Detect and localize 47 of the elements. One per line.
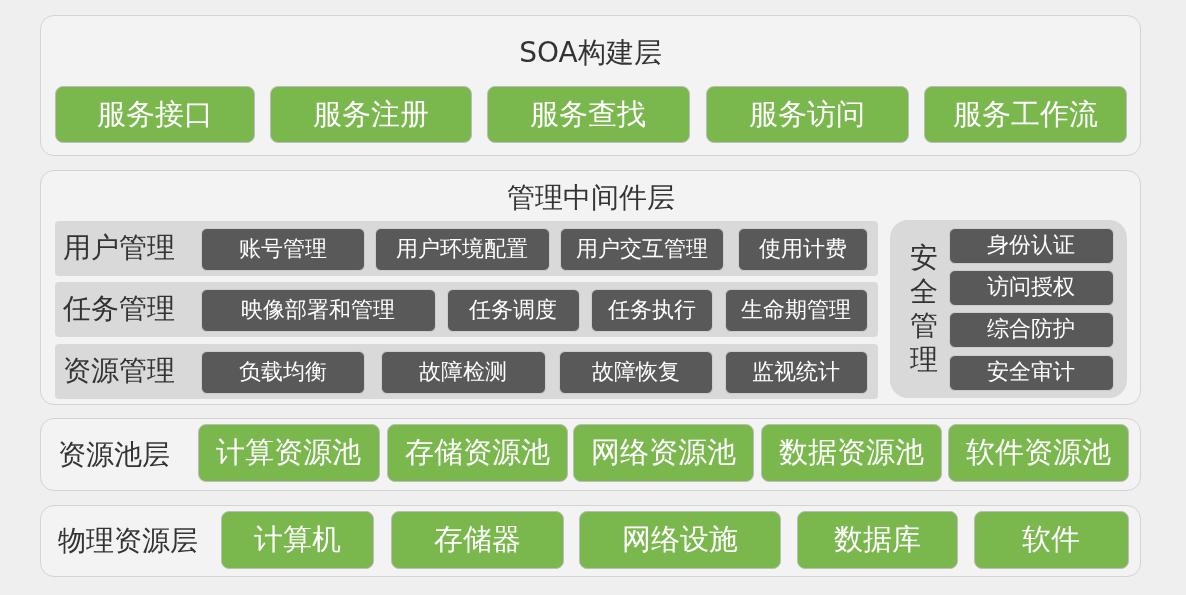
module-title: 资源管理 [62,354,175,388]
module-band [54,343,878,399]
layer-panel [40,170,1141,405]
layer-panel [40,15,1141,156]
layer-title: 物理资源层 [58,524,198,558]
function-tile: 任务调度 [446,288,580,332]
module-title: 任务管理 [62,292,175,326]
component-tile: 网络资源池 [572,423,754,482]
module-band [54,281,878,337]
layer-title: SOA构建层 [518,36,663,70]
component-tile: 计算资源池 [197,423,380,482]
function-tile: 使用计费 [737,227,868,271]
component-tile: 软件资源池 [947,423,1129,482]
function-tile: 综合防护 [948,311,1114,348]
module-title: 用户管理 [62,231,175,265]
function-tile: 身份认证 [948,227,1114,264]
function-tile: 用户环境配置 [374,227,550,271]
layer-title: 资源池层 [58,437,170,472]
module-title: 安全管理 [909,240,939,377]
component-tile: 存储器 [390,510,564,569]
component-tile: 计算机 [220,510,374,569]
function-tile: 负载均衡 [200,350,365,394]
component-tile: 数据资源池 [760,423,942,482]
function-tile: 生命期管理 [724,288,868,332]
component-tile: 网络设施 [578,510,781,569]
function-tile: 故障检测 [380,350,546,394]
component-tile: 服务注册 [269,85,472,143]
function-tile: 安全审计 [948,354,1114,391]
module-band [889,219,1127,398]
function-tile: 访问授权 [948,269,1114,306]
component-tile: 服务接口 [54,85,255,143]
component-tile: 服务访问 [705,85,909,143]
function-tile: 任务执行 [590,288,713,332]
component-tile: 数据库 [796,510,958,569]
component-tile: 服务查找 [486,85,690,143]
layer-panel [40,505,1141,577]
module-band [54,220,878,276]
component-tile: 存储资源池 [386,423,568,482]
function-tile: 映像部署和管理 [200,288,436,332]
component-tile: 服务工作流 [923,85,1127,143]
function-tile: 监视统计 [724,350,868,394]
function-tile: 故障恢复 [558,350,713,394]
function-tile: 账号管理 [200,227,365,271]
layer-title: 管理中间件层 [505,181,676,215]
layer-panel [40,418,1141,491]
function-tile: 用户交互管理 [559,227,724,271]
component-tile: 软件 [973,510,1129,569]
